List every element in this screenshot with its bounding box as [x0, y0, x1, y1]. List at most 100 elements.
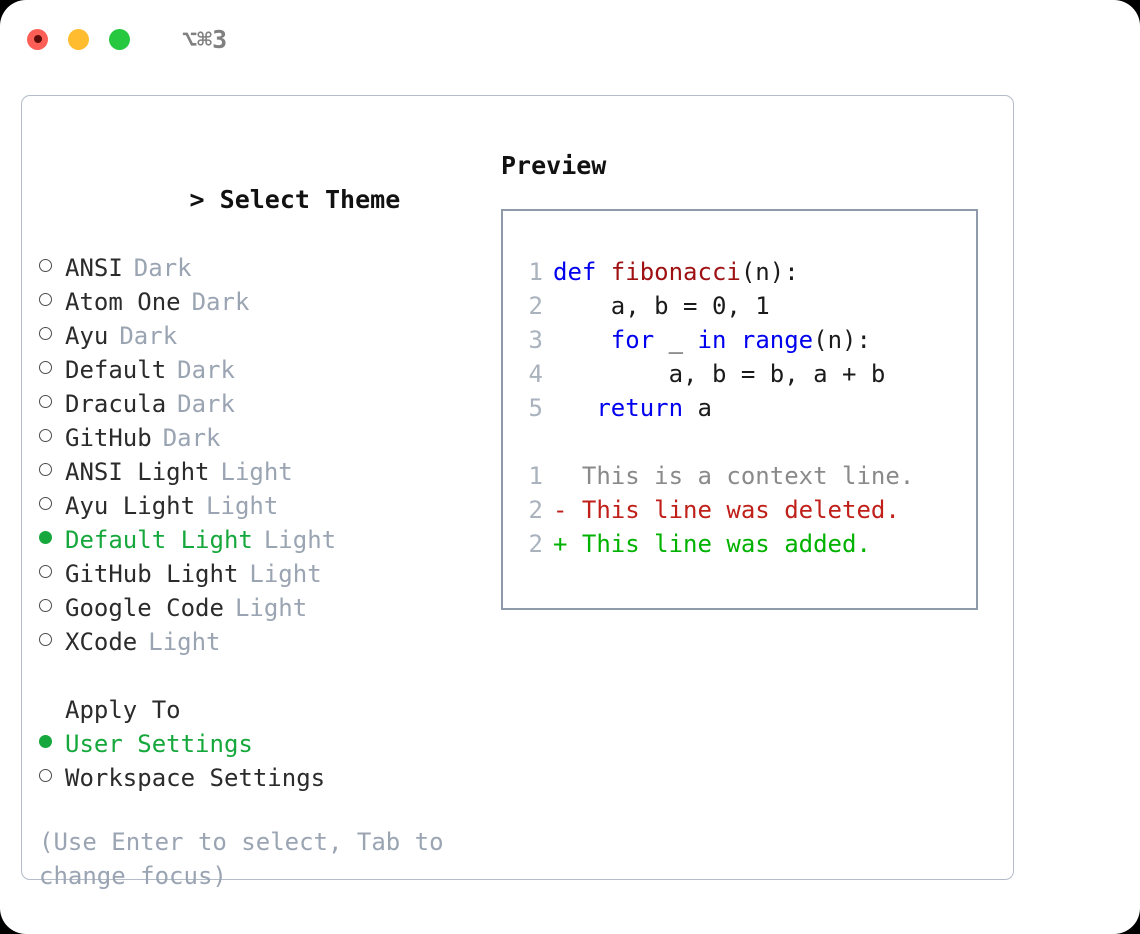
line-number: 2	[528, 496, 543, 524]
code-token: range	[740, 326, 814, 354]
code-token: for	[610, 326, 655, 354]
radio-dot	[39, 599, 52, 612]
radio-dot	[39, 293, 52, 306]
theme-option-variant: Light	[206, 492, 279, 520]
code-token: a	[683, 394, 712, 422]
code-token: in	[697, 326, 727, 354]
apply-to-option-workspace-settings[interactable]: Workspace Settings	[39, 761, 489, 795]
theme-option-dracula[interactable]: Dracula Dark	[39, 387, 489, 421]
code-line: 1 def fibonacci(n):	[503, 255, 976, 289]
code-token: (n):	[740, 258, 799, 286]
theme-option-variant: Dark	[177, 356, 235, 384]
diff-line: 2- This line was deleted.	[503, 493, 976, 527]
radio-dot	[39, 565, 52, 578]
theme-option-default-light[interactable]: Default Light Light	[39, 523, 489, 557]
code-line: 5 return a	[503, 391, 976, 425]
code-token: def	[553, 258, 611, 286]
theme-option-label: GitHub Light	[65, 560, 239, 588]
code-token	[726, 326, 740, 354]
theme-option-variant: Dark	[133, 254, 192, 282]
close-button[interactable]	[27, 28, 48, 50]
select-theme-header: > Select Theme	[39, 149, 489, 251]
diff-sample: 1 This is a context line.2- This line wa…	[503, 459, 976, 561]
diff-sign	[553, 462, 582, 490]
theme-option-variant: Dark	[177, 390, 235, 418]
theme-option-variant: Light	[148, 628, 221, 656]
radio-dot	[39, 633, 52, 646]
theme-option-atom-one[interactable]: Atom One Dark	[39, 285, 489, 319]
radio-dot	[39, 531, 52, 544]
keyboard-hint-text: (Use Enter to select, Tab to change focu…	[39, 828, 444, 890]
theme-option-label: Dracula	[65, 390, 167, 418]
code-token: return	[596, 394, 684, 422]
apply-to-title: Apply To	[65, 696, 181, 724]
code-line: 3 for _ in range(n):	[503, 323, 976, 357]
list-spacer	[39, 659, 489, 693]
theme-option-variant: Dark	[162, 424, 221, 452]
theme-option-ansi[interactable]: ANSI Dark	[39, 251, 489, 285]
line-number: 4	[528, 360, 543, 388]
apply-to-option-user-settings[interactable]: User Settings	[39, 727, 489, 761]
code-token: fibonacci	[610, 258, 741, 286]
diff-line: 1 This is a context line.	[503, 459, 976, 493]
theme-option-ayu[interactable]: Ayu Dark	[39, 319, 489, 353]
title-bar: ⌥⌘3	[0, 0, 1140, 78]
theme-option-variant: Light	[263, 526, 337, 554]
radio-dot	[39, 361, 52, 374]
theme-option-label: Ayu	[65, 322, 109, 350]
theme-option-label: ANSI Light	[65, 458, 210, 486]
code-line: 2 a, b = 0, 1	[503, 289, 976, 323]
code-diff-gap	[503, 425, 976, 459]
line-number: 1	[528, 258, 543, 286]
apply-to-option-label: User Settings	[65, 730, 253, 758]
theme-option-label: Google Code	[65, 594, 224, 622]
theme-option-label: Ayu Light	[65, 492, 196, 520]
diff-line: 2+ This line was added.	[503, 527, 976, 561]
theme-option-label: Default	[65, 356, 167, 384]
theme-option-label: ANSI	[65, 254, 123, 282]
theme-option-variant: Dark	[119, 322, 178, 350]
apply-to-option-label: Workspace Settings	[65, 764, 326, 792]
zoom-button[interactable]	[109, 28, 130, 50]
diff-sign: +	[553, 530, 582, 558]
diff-text: This line was added.	[581, 530, 871, 558]
theme-option-label: Atom One	[65, 288, 181, 316]
theme-option-variant: Light	[220, 458, 293, 486]
window-controls	[27, 28, 130, 50]
code-line: 4 a, b = b, a + b	[503, 357, 976, 391]
radio-dot	[39, 735, 52, 748]
keyboard-shortcut-label: ⌥⌘3	[182, 24, 228, 54]
diff-text: This is a context line.	[581, 462, 915, 490]
line-number: 2	[528, 292, 543, 320]
theme-option-variant: Dark	[191, 288, 250, 316]
radio-dot	[39, 429, 52, 442]
code-token	[553, 394, 596, 422]
preview-title: Preview	[501, 151, 607, 180]
code-token: _	[654, 326, 698, 354]
minimize-button[interactable]	[68, 28, 89, 50]
code-token: a, b = b, a + b	[553, 360, 886, 388]
radio-dot	[39, 327, 52, 340]
theme-option-variant: Light	[249, 560, 322, 588]
theme-option-github-light[interactable]: GitHub Light Light	[39, 557, 489, 591]
line-number: 5	[528, 394, 543, 422]
code-token	[553, 326, 611, 354]
code-token: a, b = 0, 1	[553, 292, 770, 320]
theme-option-default[interactable]: Default Dark	[39, 353, 489, 387]
diff-sign: -	[553, 496, 582, 524]
diff-text: This line was deleted.	[581, 496, 900, 524]
theme-option-ayu-light[interactable]: Ayu Light Light	[39, 489, 489, 523]
line-number: 3	[528, 326, 543, 354]
theme-option-ansi-light[interactable]: ANSI Light Light	[39, 455, 489, 489]
theme-option-label: Default Light	[65, 526, 253, 554]
